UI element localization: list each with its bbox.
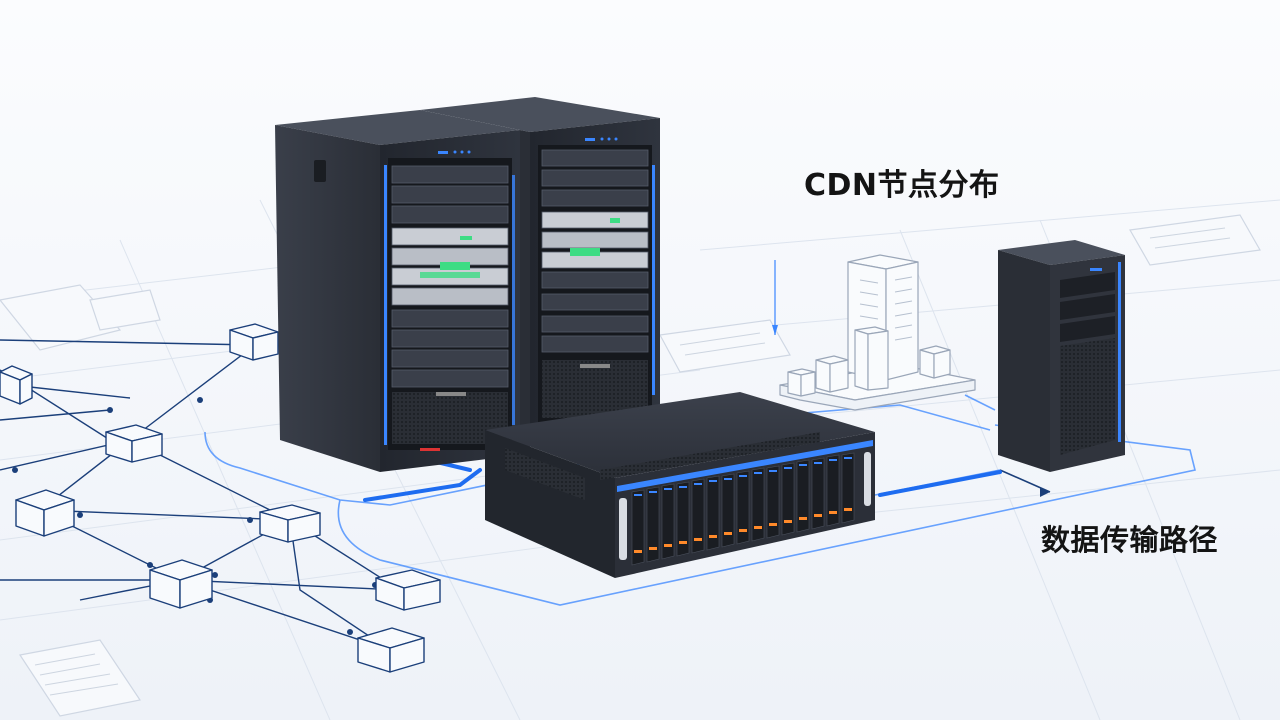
background-panel-lines (34, 227, 1231, 696)
cube-node (259, 504, 321, 543)
server-rack-right (420, 97, 660, 455)
cube-node (15, 489, 75, 537)
city-wireframe (779, 254, 976, 411)
cube-node (357, 627, 425, 673)
cube-node (149, 559, 213, 609)
node-network (0, 329, 401, 651)
cube-node (375, 569, 441, 611)
cdn-nodes-label: CDN节点分布 (804, 168, 1000, 203)
cube-node (0, 365, 33, 405)
data-path-label: 数据传输路径 (1041, 523, 1219, 557)
path-arrow-line (999, 469, 1051, 493)
server-rack-left (275, 110, 520, 472)
cube-node (229, 323, 279, 361)
tower-server (998, 240, 1125, 472)
arrow-head (772, 325, 778, 335)
rackmount-storage-unit (485, 392, 875, 578)
cube-node (105, 424, 163, 463)
network-cubes (0, 323, 441, 673)
city-window-lines (859, 276, 913, 341)
